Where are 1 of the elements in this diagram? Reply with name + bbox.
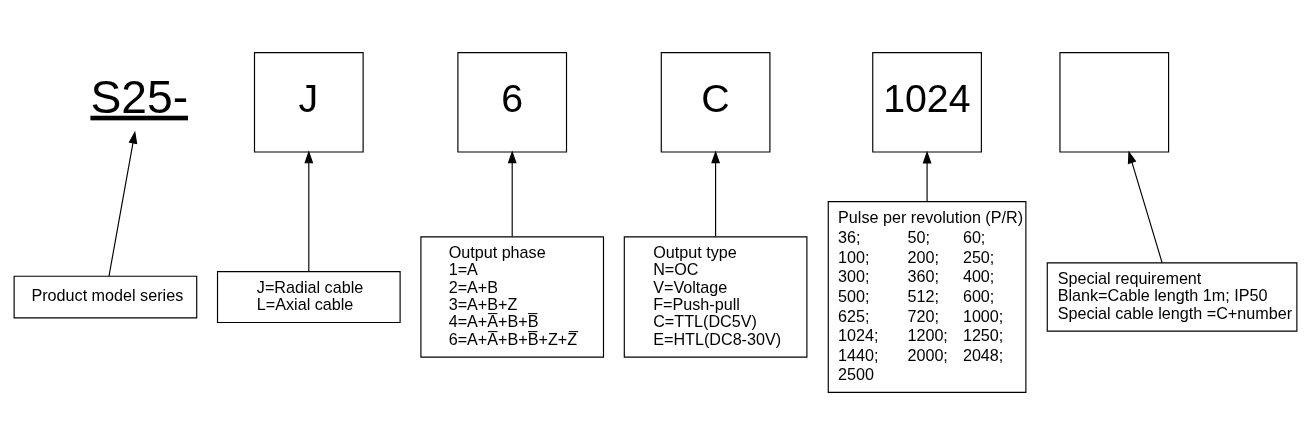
node-text: S25-: [90, 70, 189, 123]
